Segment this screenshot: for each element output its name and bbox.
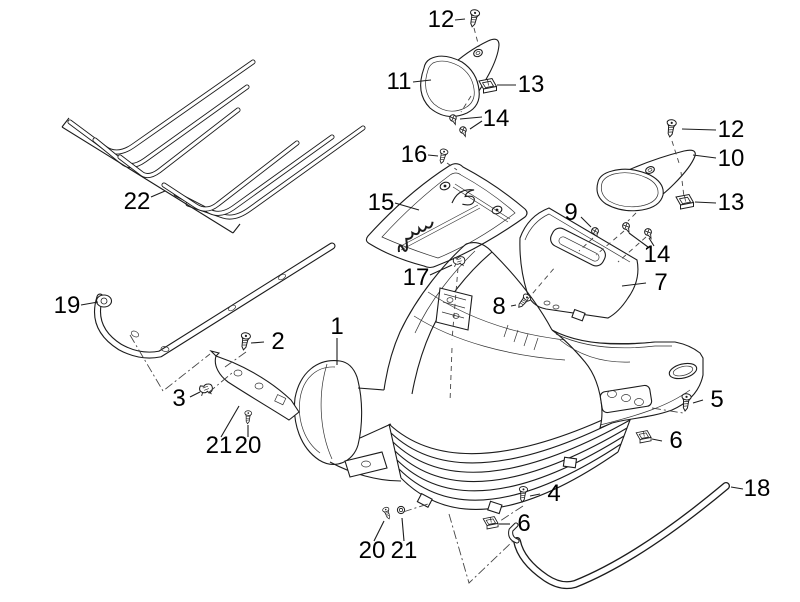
- part-11-front-cover: [420, 38, 500, 118]
- callout-11: 11: [386, 68, 412, 95]
- part-19-floor-trim-strip: [94, 242, 336, 359]
- callout-2: 2: [271, 328, 285, 355]
- callout-10: 10: [717, 145, 745, 172]
- leader-lines: [80, 18, 744, 542]
- callout-14a: 14: [482, 105, 510, 132]
- callout-21b: 21: [390, 537, 418, 564]
- vespa-script: [397, 189, 475, 253]
- callout-17: 17: [402, 264, 430, 291]
- callout-4: 4: [547, 480, 561, 507]
- callout-20a: 20: [234, 432, 262, 459]
- callout-18: 18: [743, 475, 771, 502]
- callout-13b: 13: [717, 189, 745, 216]
- callout-6a: 6: [669, 427, 683, 454]
- callout-3: 3: [172, 385, 186, 412]
- callout-20b: 20: [358, 537, 386, 564]
- part-18-side-trim-strip: [508, 482, 730, 590]
- part-22-floor-rail-strips: [61, 59, 366, 234]
- callout-19: 19: [53, 292, 81, 319]
- callout-7: 7: [654, 269, 668, 296]
- callout-15: 15: [367, 189, 395, 216]
- part-1-central-floor-panel: [209, 242, 704, 515]
- part-10-rear-cover: [596, 149, 696, 212]
- callout-12a: 12: [427, 6, 455, 33]
- callout-6b: 6: [517, 510, 531, 537]
- part-15-footrest-mat: [365, 163, 528, 269]
- part-7-inspection-cover: [519, 207, 639, 322]
- callout-22: 22: [123, 188, 151, 215]
- assembly-dashed-lines: [129, 27, 685, 584]
- callout-14b: 14: [643, 241, 671, 268]
- callout-8: 8: [492, 293, 506, 320]
- callout-16: 16: [400, 141, 428, 168]
- callout-12b: 12: [717, 116, 745, 143]
- callout-13a: 13: [517, 71, 545, 98]
- callout-9: 9: [564, 199, 578, 226]
- callout-1: 1: [330, 313, 344, 340]
- callout-5: 5: [710, 386, 724, 413]
- callout-21a: 21: [205, 432, 233, 459]
